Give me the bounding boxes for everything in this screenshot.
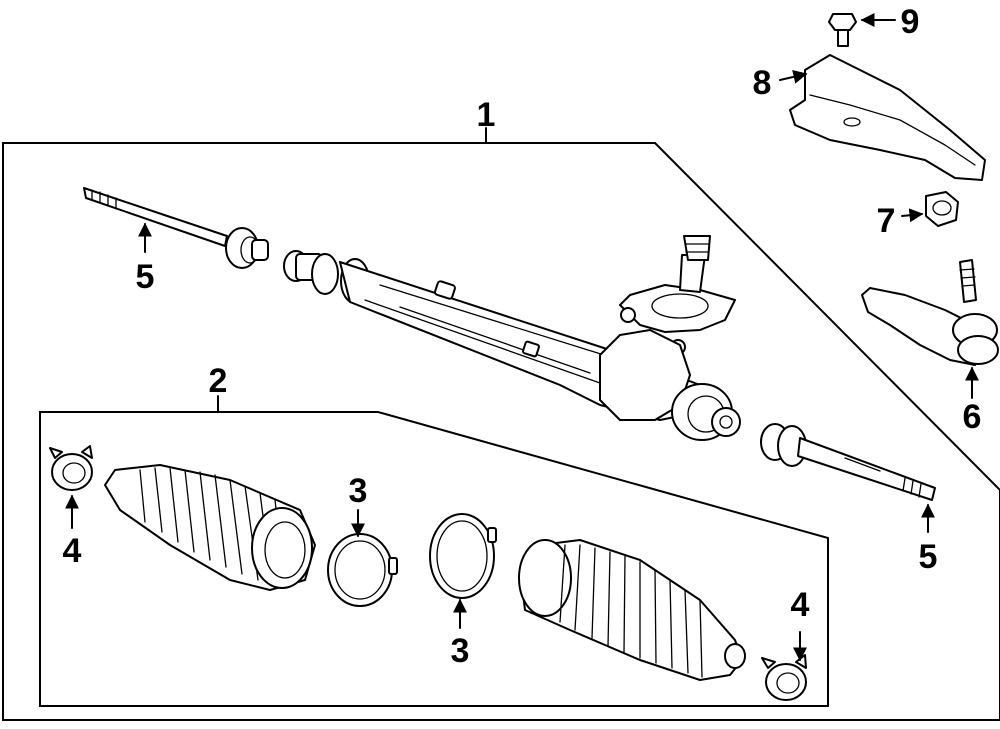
assembly-frame-1	[2, 142, 1000, 721]
boot-clamp-left	[327, 509, 398, 607]
steering-rack-housing	[283, 235, 741, 441]
leader-7	[901, 208, 924, 223]
boot-kit-frame-2	[39, 411, 829, 707]
outer-tie-rod-end	[861, 259, 999, 399]
tie-rod-end-nut	[901, 191, 959, 227]
callout-1: 1	[477, 96, 496, 134]
callout-8: 8	[753, 64, 772, 102]
callout-7: 7	[877, 202, 896, 240]
inner-tie-rod-left	[83, 187, 269, 269]
callout-5-right: 5	[919, 538, 938, 576]
callout-6: 6	[963, 398, 982, 436]
callout-4-left: 4	[63, 532, 82, 570]
boot-clamp-right	[429, 513, 497, 629]
callout-2: 2	[209, 362, 228, 400]
inner-tie-rod-right	[760, 423, 936, 533]
small-clamp-right	[761, 631, 807, 701]
callout-3-right: 3	[451, 632, 470, 670]
heat-shield-bolt	[828, 13, 896, 47]
callout-4-right: 4	[791, 586, 810, 624]
boot-right	[518, 539, 746, 681]
heat-shield	[779, 54, 986, 181]
boot-left	[104, 464, 316, 591]
callout-9: 9	[901, 3, 920, 41]
small-clamp-left	[49, 445, 93, 529]
callout-5-left: 5	[136, 258, 155, 296]
leader-8	[779, 70, 808, 84]
callout-3-left: 3	[349, 472, 368, 510]
